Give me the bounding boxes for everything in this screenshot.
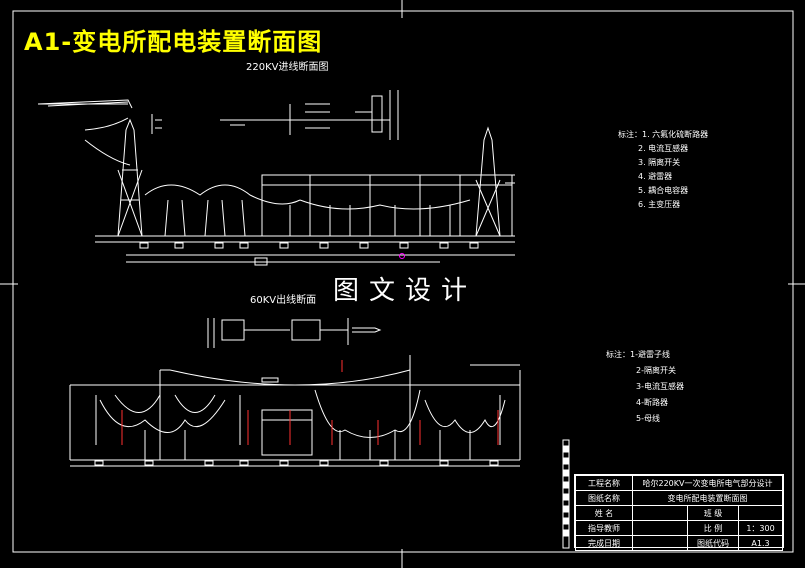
watermark-text: 图文设计	[333, 276, 478, 306]
date-label: 完成日期	[575, 535, 633, 551]
legend-220kv-item: 6. 主变压器	[638, 200, 681, 209]
advisor-label: 指导教师	[575, 520, 633, 536]
scale-bar	[562, 439, 570, 549]
name-value	[632, 505, 688, 521]
section-220kv-title: 220KV进线断面图	[246, 62, 329, 73]
legend-220kv-item: 2. 电流互感器	[638, 144, 689, 153]
code-label: 图纸代码	[687, 535, 739, 551]
section-60kv-drawing	[69, 318, 521, 467]
drawing-title: A1-变电所配电装置断面图	[24, 28, 323, 56]
title-block: 工程名称 哈尔220KV一次变电所电气部分设计 图纸名称 变电所配电装置断面图 …	[574, 474, 784, 551]
section-60kv-title: 60KV出线断面	[250, 295, 317, 306]
grade-value	[738, 505, 783, 521]
section-220kv-drawing	[37, 90, 515, 266]
legend-60kv-item: 3-电流互感器	[636, 382, 684, 391]
date-value	[632, 535, 688, 551]
code-value: A1.3	[738, 535, 783, 551]
project-label: 工程名称	[575, 475, 633, 491]
legend-60kv-item: 5-母线	[636, 414, 660, 423]
legend-220kv-item: 5. 耦合电容器	[638, 186, 689, 195]
legend-220kv-item: 3. 隔离开关	[638, 158, 681, 167]
legend-60kv-item: 2-隔离开关	[636, 366, 676, 375]
legend-220kv-item: 标注：1. 六氟化硫断路器	[618, 130, 709, 139]
red-accent-lines	[121, 410, 499, 445]
legend-60kv-item: 标注：1-避雷子线	[606, 350, 670, 359]
legend-220kv: 标注：1. 六氟化硫断路器 2. 电流互感器 3. 隔离开关 4. 避雷器 5.…	[618, 128, 708, 212]
magenta-marker	[399, 253, 405, 259]
advisor-value	[632, 520, 688, 536]
drawing-name-label: 图纸名称	[575, 490, 633, 506]
project-value: 哈尔220KV一次变电所电气部分设计	[632, 475, 783, 491]
drawing-name-value: 变电所配电装置断面图	[632, 490, 783, 506]
legend-220kv-item: 4. 避雷器	[638, 172, 673, 181]
legend-60kv-item: 4-断路器	[636, 398, 668, 407]
grade-label: 班 级	[687, 505, 739, 521]
scale-value: 1：300	[738, 520, 783, 536]
scale-label: 比 例	[687, 520, 739, 536]
legend-60kv: 标注：1-避雷子线 2-隔离开关 3-电流互感器 4-断路器 5-母线	[606, 347, 684, 427]
name-label: 姓 名	[575, 505, 633, 521]
